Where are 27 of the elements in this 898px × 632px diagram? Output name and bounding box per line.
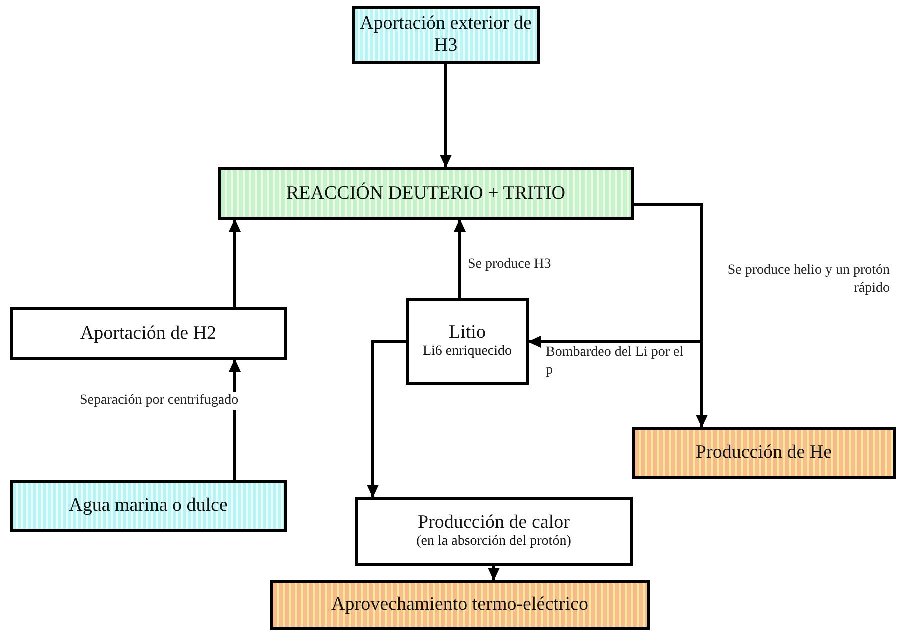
process-box [218, 167, 634, 220]
arrow [367, 340, 406, 498]
box-subtext: (en la absorción del protón) [416, 534, 572, 551]
box-label: Litio [449, 322, 486, 344]
arrow [488, 566, 500, 581]
box-label: Agua marina o dulce [69, 495, 228, 517]
box-label: Producción de calor [418, 512, 570, 534]
box-label: Aportación exterior de H3 [359, 13, 533, 57]
process-box [352, 6, 540, 64]
box-subtext: Li6 enriquecido [422, 344, 512, 361]
process-box [406, 298, 529, 385]
edge-label: Se produce H3 [468, 256, 552, 274]
arrow [440, 64, 452, 168]
process-box [355, 497, 633, 566]
process-box [270, 580, 650, 630]
process-box [10, 480, 287, 532]
edge-label: Bombardeo del Li por el p [546, 344, 686, 379]
box-label: Producción de He [696, 442, 832, 464]
arrow [229, 219, 241, 307]
box-label: Aportación de H2 [80, 322, 217, 344]
edge-label: Separación por centrifugado [80, 392, 239, 410]
arrow [528, 204, 704, 348]
box-label: REACCIÓN DEUTERIO + TRITIO [286, 182, 566, 204]
box-label: Aprovechamiento termo-eléctrico [332, 594, 588, 616]
arrow [454, 219, 466, 298]
process-box [632, 427, 896, 479]
process-box [10, 307, 287, 360]
